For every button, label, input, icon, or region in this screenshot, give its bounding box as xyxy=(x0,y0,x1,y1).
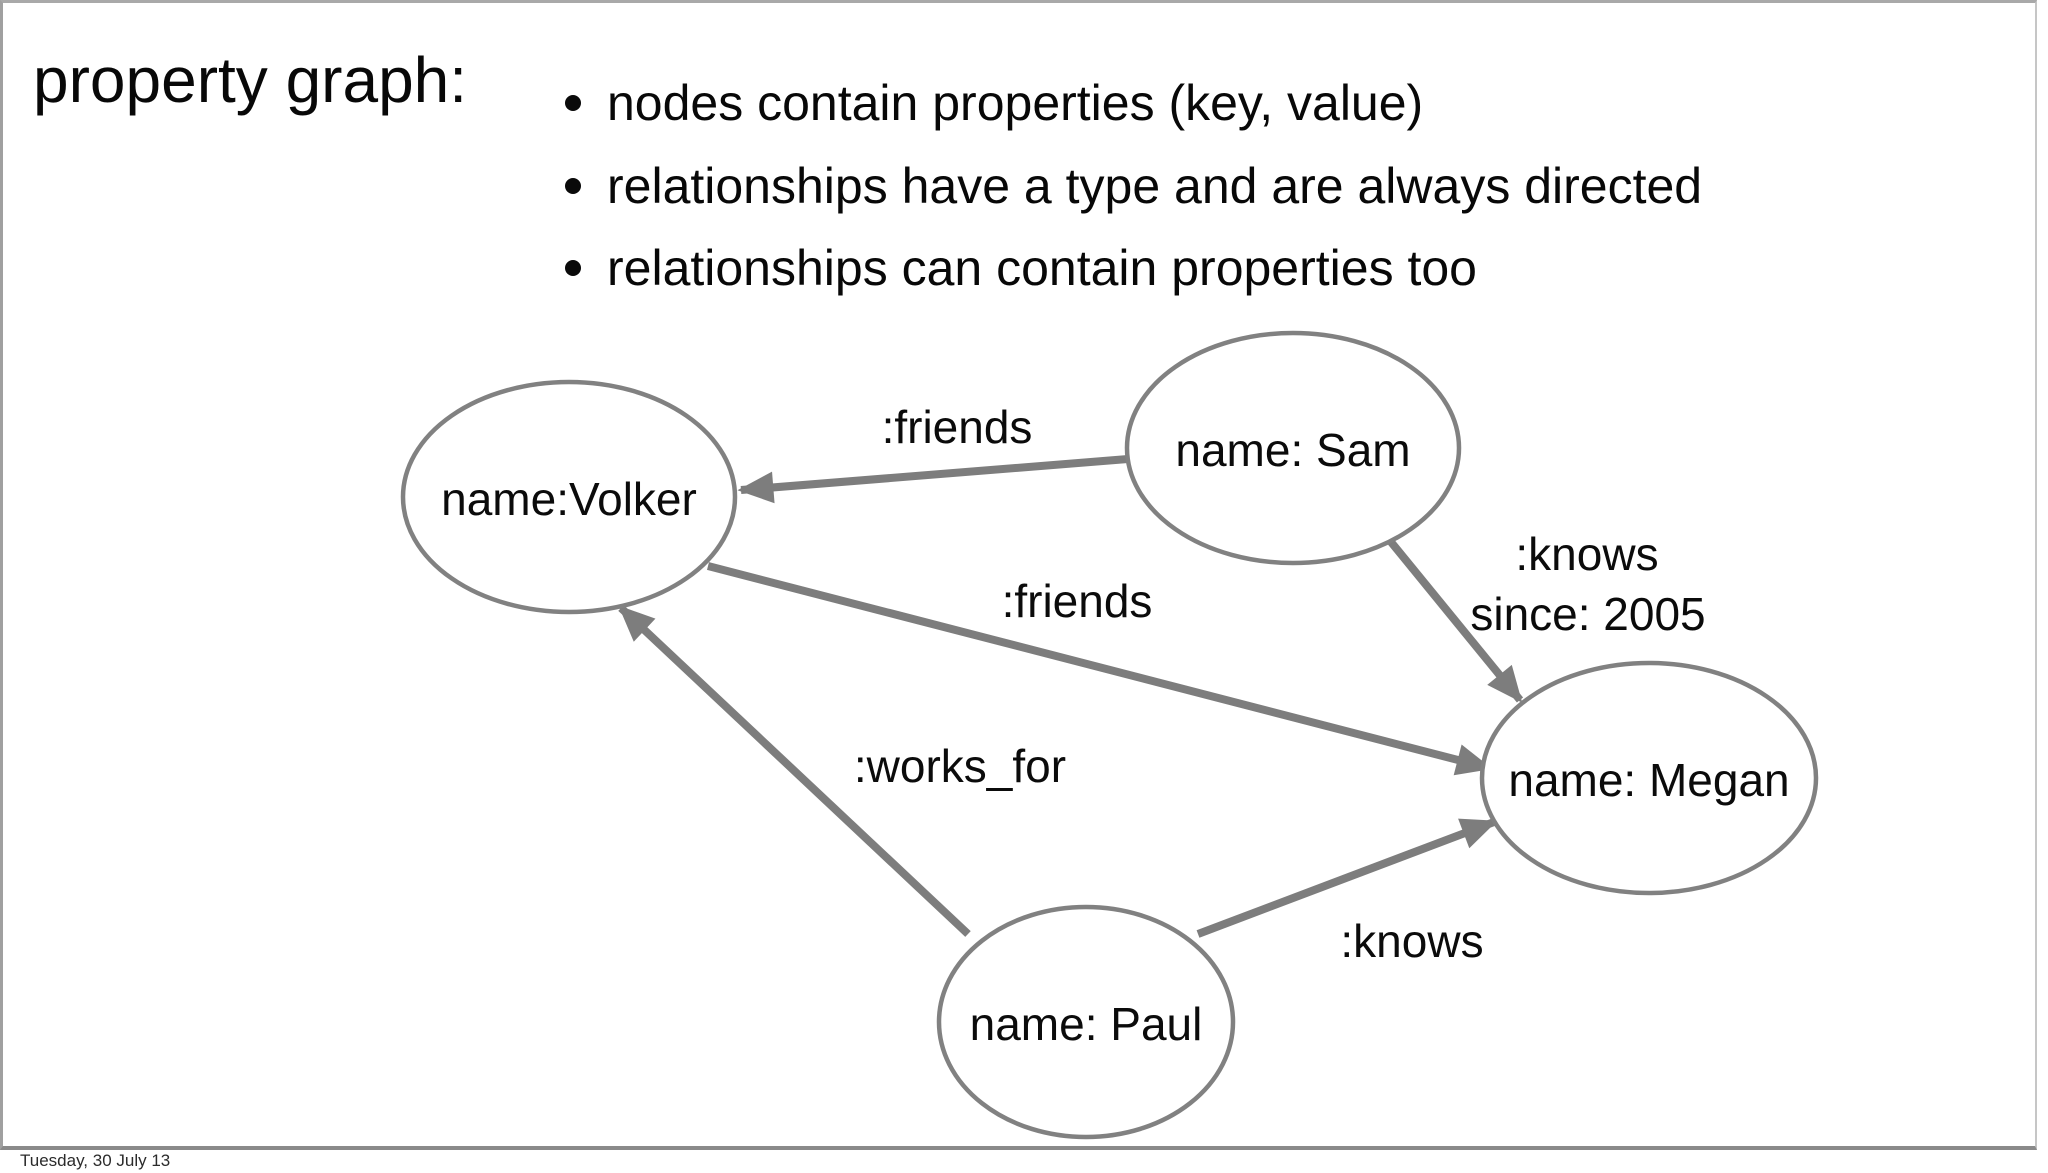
bullet-text: relationships can contain properties too xyxy=(607,240,1477,296)
edge-sam-volker xyxy=(737,455,1129,504)
edge-paul-megan xyxy=(1196,818,1498,938)
footer-timestamp: Tuesday, 30 July 13 xyxy=(20,1151,171,1170)
edge-label-works-for: :works_for xyxy=(854,740,1066,792)
edge-volker-megan xyxy=(706,562,1493,776)
bullet-item: relationships can contain properties too xyxy=(565,242,1477,294)
edge-label-knows-paul-megan: :knows xyxy=(1340,915,1483,967)
graph-node-megan xyxy=(1479,660,1819,896)
node-label-paul: name: Paul xyxy=(970,998,1203,1050)
node-label-volker: name:Volker xyxy=(441,473,697,525)
bullet-item: nodes contain properties (key, value) xyxy=(565,77,1423,129)
bullet-dot-icon xyxy=(565,95,581,111)
node-label-sam: name: Sam xyxy=(1175,424,1410,476)
graph-node-paul xyxy=(936,904,1236,1140)
graph-node-sam xyxy=(1124,330,1462,566)
edge-label-knows-sam-megan: :knows xyxy=(1515,528,1658,580)
graph-node-volker xyxy=(400,379,738,615)
bullet-dot-icon xyxy=(565,178,581,194)
edge-label-friends-volker-megan: :friends xyxy=(1002,575,1153,627)
edge-label-friends-sam-volker: :friends xyxy=(882,401,1033,453)
node-label-megan: name: Megan xyxy=(1508,754,1789,806)
page-title: property graph: xyxy=(33,44,468,116)
edge-paul-volker xyxy=(618,605,971,937)
edge-sam-megan xyxy=(1387,539,1524,703)
bullet-dot-icon xyxy=(565,260,581,276)
edge-property-since-2005: since: 2005 xyxy=(1470,588,1705,640)
bullet-text: relationships have a type and are always… xyxy=(607,158,1703,214)
bullet-item: relationships have a type and are always… xyxy=(565,160,1702,212)
bullet-text: nodes contain properties (key, value) xyxy=(607,75,1424,131)
